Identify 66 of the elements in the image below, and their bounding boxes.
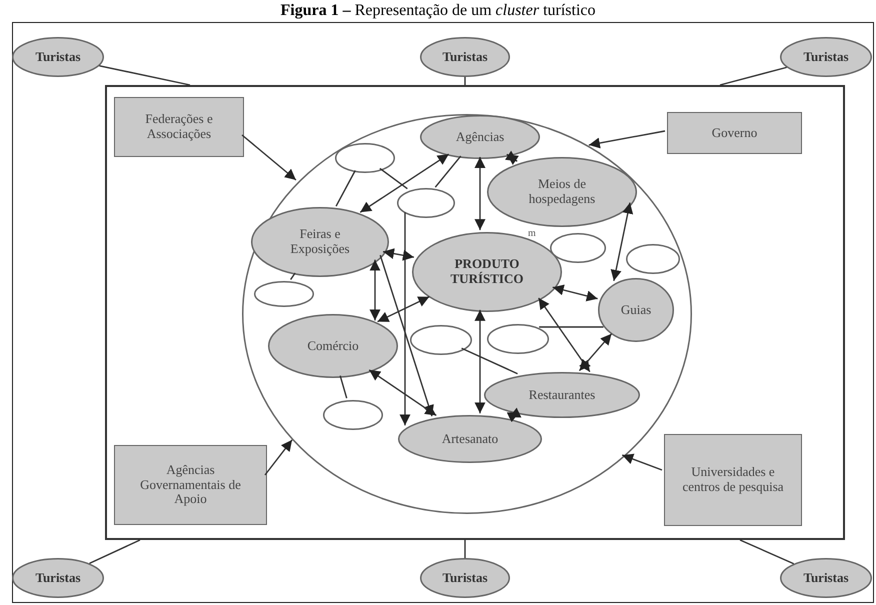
node-label: Turistas xyxy=(803,50,849,64)
rect-box xyxy=(664,434,802,526)
node-label: PRODUTO TURÍSTICO xyxy=(450,257,524,287)
ellipse-node xyxy=(251,207,389,277)
node-label: Federações e Associações xyxy=(144,112,214,142)
connector-arrow xyxy=(506,408,522,422)
empty-ellipse xyxy=(410,325,472,355)
connector-arrow xyxy=(474,157,486,230)
connector-arrow xyxy=(578,333,612,372)
connector-arrow xyxy=(610,202,634,282)
connector-arrow xyxy=(368,369,437,416)
empty-ellipse xyxy=(550,233,606,263)
ellipse-node xyxy=(398,415,542,463)
ellipse-node xyxy=(780,37,872,77)
ellipse-node xyxy=(412,232,562,312)
connector-arrow xyxy=(588,130,666,148)
ellipse-node xyxy=(420,37,510,77)
ellipse-node xyxy=(484,372,640,418)
node-label: Feiras e Exposições xyxy=(289,227,351,257)
connector-arrow xyxy=(377,296,430,322)
node-label: Governo xyxy=(712,126,758,140)
connector-arrow xyxy=(382,248,414,261)
figure-title: Figura 1 – Representação de um cluster turístico xyxy=(279,2,597,20)
ellipse-node xyxy=(598,278,674,342)
node-label: Artesanato xyxy=(442,432,498,446)
node-label: Turistas xyxy=(442,570,488,586)
ellipse-node xyxy=(420,115,540,159)
stray-mark: m xyxy=(528,228,536,239)
ellipse-node xyxy=(12,558,104,598)
connector-arrow xyxy=(504,150,519,165)
ellipse-node xyxy=(487,157,637,227)
rect-box xyxy=(114,445,267,525)
empty-ellipse xyxy=(254,281,314,307)
node-label: Turistas xyxy=(442,50,488,64)
node-label: Turistas xyxy=(35,570,81,586)
empty-ellipse xyxy=(487,324,549,354)
node-label: Guias xyxy=(620,302,652,318)
node-label: Universidades e centros de pesquisa xyxy=(681,465,785,495)
empty-ellipse xyxy=(323,400,383,430)
node-label: Agências Governamentais de Apoio xyxy=(139,462,242,508)
connector-arrow xyxy=(622,454,662,471)
connector-arrow xyxy=(474,310,486,414)
rect-box xyxy=(114,97,244,157)
empty-ellipse xyxy=(397,188,455,218)
ellipse-node xyxy=(12,37,104,77)
node-label: Restaurantes xyxy=(528,388,596,402)
connector-arrow xyxy=(538,298,590,372)
connector-arrow xyxy=(360,154,450,213)
connector-arrow xyxy=(242,134,296,181)
node-label: Agências xyxy=(456,130,504,144)
node-label: Turistas xyxy=(803,570,849,586)
connector-arrow xyxy=(264,440,293,476)
connector-arrow xyxy=(370,260,380,320)
connector-arrow xyxy=(380,254,434,416)
empty-ellipse xyxy=(626,244,680,274)
node-label: Turistas xyxy=(35,50,81,64)
cluster-frame xyxy=(105,85,845,540)
ellipse-node xyxy=(268,314,398,378)
empty-ellipse xyxy=(335,143,395,173)
ellipse-node xyxy=(780,558,872,598)
ellipse-node xyxy=(420,558,510,598)
connector-arrow xyxy=(400,212,410,426)
rect-box xyxy=(667,112,802,154)
node-label: Comércio xyxy=(307,338,359,354)
node-label: Meios de hospedagens xyxy=(528,177,596,207)
connector-arrow xyxy=(552,284,598,302)
